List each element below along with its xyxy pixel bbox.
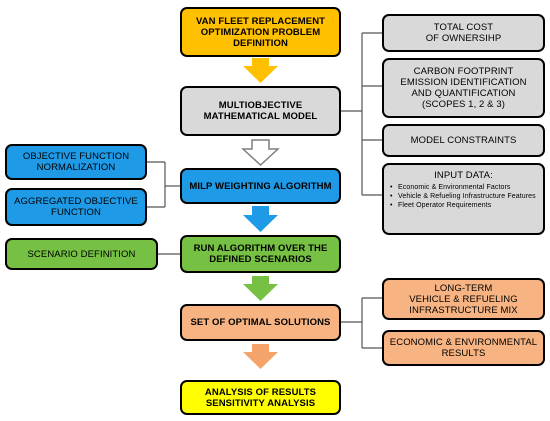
box-text: OPTIMIZATION PROBLEM: [200, 26, 321, 38]
aggregated-objective-box: AGGREGATED OBJECTIVE FUNCTION: [5, 188, 147, 226]
input-data-list: Economic & Environmental Factors Vehicle…: [390, 183, 543, 210]
box-text: MILP WEIGHTING ALGORITHM: [189, 180, 332, 192]
box-text: OBJECTIVE FUNCTION: [22, 151, 130, 162]
input-data-title: INPUT DATA:: [434, 170, 493, 181]
carbon-footprint-box: CARBON FOOTPRINT EMISSION IDENTIFICATION…: [382, 58, 545, 118]
input-data-box: INPUT DATA: Economic & Environmental Fac…: [382, 163, 545, 235]
results-bracket-connector: [341, 297, 382, 349]
total-cost-box: TOTAL COST OF OWNERSIHP: [382, 14, 545, 52]
box-text: EMISSION IDENTIFICATION: [400, 77, 527, 88]
left-bracket-connector: [147, 161, 180, 208]
box-text: SENSITIVITY ANALYSIS: [205, 397, 316, 409]
box-text: RESULTS: [441, 348, 486, 359]
list-item: Economic & Environmental Factors: [390, 183, 543, 192]
box-text: DEFINITION: [233, 37, 288, 49]
box-text: CARBON FOOTPRINT: [413, 66, 514, 77]
arrow-down-icon: [243, 276, 278, 301]
box-text: RUN ALGORITHM OVER THE: [193, 243, 328, 254]
milp-weighting-box: MILP WEIGHTING ALGORITHM: [180, 168, 341, 204]
model-constraints-box: MODEL CONSTRAINTS: [382, 124, 545, 157]
box-text: FUNCTION: [51, 207, 101, 218]
run-algorithm-box: RUN ALGORITHM OVER THE DEFINED SCENARIOS: [180, 235, 341, 273]
long-term-mix-box: LONG-TERM VEHICLE & REFUELING INFRASTRUC…: [382, 278, 545, 320]
arrow-down-icon: [241, 139, 280, 167]
objective-normalization-box: OBJECTIVE FUNCTION NORMALIZATION: [5, 144, 147, 180]
arrow-down-icon: [243, 58, 278, 83]
right-bracket-connector: [341, 32, 382, 196]
arrow-down-icon: [243, 344, 278, 369]
list-item: Vehicle & Refueling Infrastructure Featu…: [390, 192, 543, 201]
box-text: OF OWNERSIHP: [425, 33, 502, 44]
box-text: SCENARIO DEFINITION: [27, 248, 136, 260]
box-text: MODEL CONSTRAINTS: [410, 135, 517, 146]
box-text: NORMALIZATION: [36, 162, 116, 173]
box-text: MULTIOBJECTIVE: [218, 100, 303, 111]
box-text: VAN FLEET REPLACEMENT: [195, 15, 326, 27]
box-text: (SCOPES 1, 2 & 3): [421, 99, 505, 110]
box-text: TOTAL COST: [433, 22, 494, 33]
list-item: Fleet Operator Requirements: [390, 201, 543, 210]
economic-results-box: ECONOMIC & ENVIRONMENTAL RESULTS: [382, 330, 545, 366]
box-text: MATHEMATICAL MODEL: [203, 111, 318, 122]
box-text: VEHICLE & REFUELING: [409, 293, 518, 305]
multiobjective-model-box: MULTIOBJECTIVE MATHEMATICAL MODEL: [180, 86, 341, 136]
van-fleet-definition-box: VAN FLEET REPLACEMENT OPTIMIZATION PROBL…: [180, 7, 341, 57]
box-text: DEFINED SCENARIOS: [209, 254, 312, 265]
scenario-definition-box: SCENARIO DEFINITION: [5, 238, 158, 270]
arrow-down-icon: [243, 206, 278, 232]
analysis-results-box: ANALYSIS OF RESULTS SENSITIVITY ANALYSIS: [180, 380, 341, 415]
box-text: INFRASTRUCTURE MIX: [409, 304, 518, 316]
box-text: AGGREGATED OBJECTIVE: [14, 196, 138, 207]
box-text: LONG-TERM: [434, 282, 493, 294]
box-text: AND QUANTIFICATION: [411, 88, 516, 99]
box-text: ECONOMIC & ENVIRONMENTAL: [389, 337, 538, 348]
optimal-solutions-box: SET OF OPTIMAL SOLUTIONS: [180, 304, 341, 341]
box-text: ANALYSIS OF RESULTS: [204, 386, 317, 398]
box-text: SET OF OPTIMAL SOLUTIONS: [190, 317, 331, 328]
